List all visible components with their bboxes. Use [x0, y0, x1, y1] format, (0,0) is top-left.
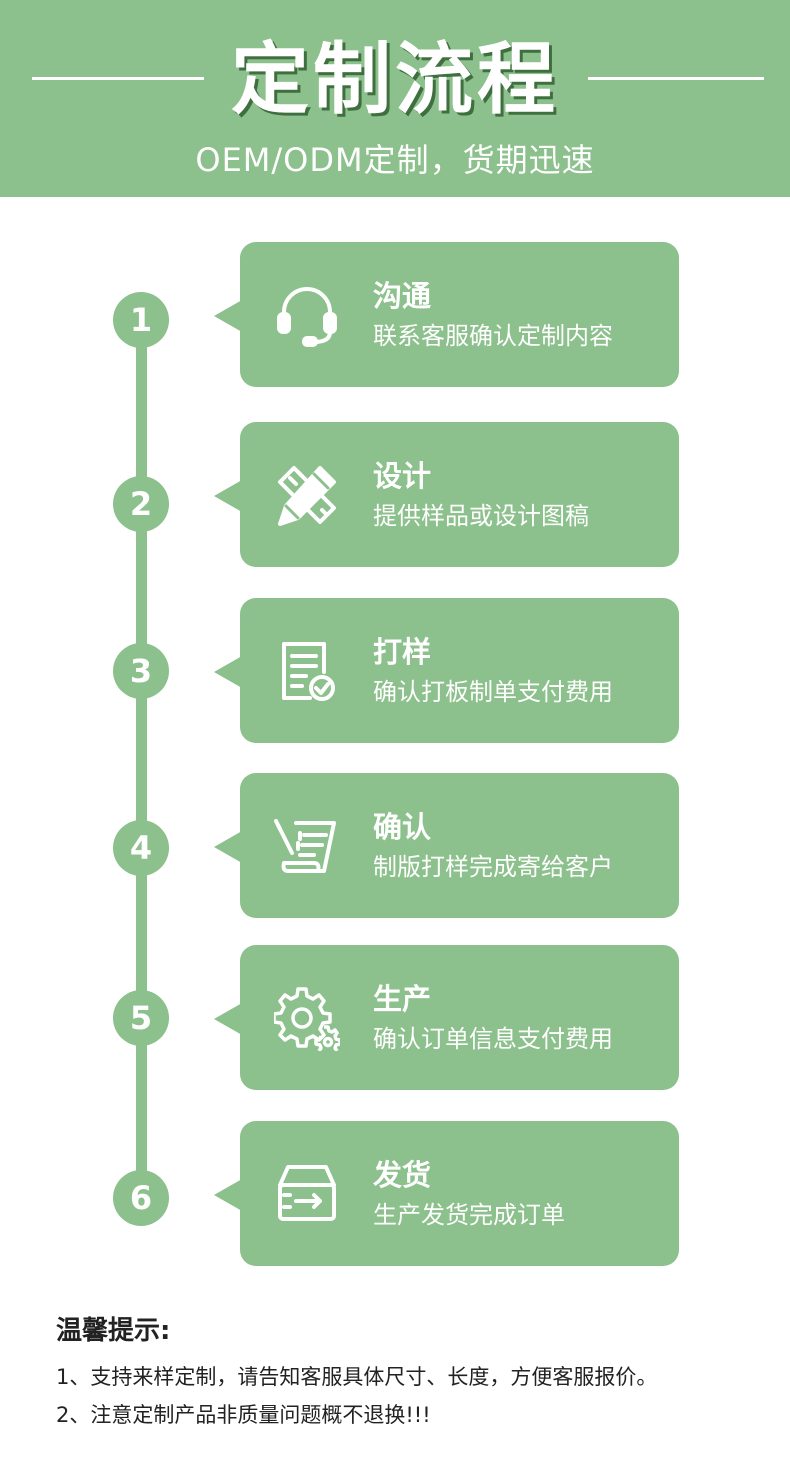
note-item-2: 2、注意定制产品非质量问题概不退换!!! [56, 1403, 431, 1427]
page-title: 定制流程 [230, 35, 559, 125]
notes-title: 温馨提示: [56, 1316, 171, 1346]
gears-icon [274, 985, 340, 1051]
step-number-1: 1 [113, 292, 169, 348]
step-card-2: 设计 提供样品或设计图稿 [214, 422, 679, 567]
step-card-3: 打样 确认打板制单支付费用 [214, 598, 679, 743]
step-description: 确认订单信息支付费用 [373, 1025, 613, 1053]
document-check-icon [274, 638, 340, 704]
note-item-1: 1、支持来样定制，请告知客服具体尺寸、长度，方便客服报价。 [56, 1365, 658, 1389]
step-card-5: 生产 确认订单信息支付费用 [214, 945, 679, 1090]
paper-pen-icon [274, 813, 340, 879]
header-banner: 定制流程 OEM/ODM定制，货期迅速 [0, 0, 790, 197]
page-subtitle: OEM/ODM定制，货期迅速 [195, 141, 595, 179]
step-number-2: 2 [113, 476, 169, 532]
step-description: 联系客服确认定制内容 [373, 322, 613, 350]
step-description: 确认打板制单支付费用 [373, 678, 613, 706]
step-card-1: 沟通 联系客服确认定制内容 [214, 242, 679, 387]
step-card-4: 确认 制版打样完成寄给客户 [214, 773, 679, 918]
header-right-line [588, 77, 764, 80]
step-number-6: 6 [113, 1170, 169, 1226]
step-description: 制版打样完成寄给客户 [373, 853, 613, 881]
step-card-6: 发货 生产发货完成订单 [214, 1121, 679, 1266]
step-description: 生产发货完成订单 [373, 1201, 565, 1229]
pencil-ruler-icon [274, 462, 340, 528]
step-title: 确认 [373, 810, 432, 844]
step-description: 提供样品或设计图稿 [373, 502, 589, 530]
step-number-4: 4 [113, 820, 169, 876]
header-left-line [32, 77, 204, 80]
headset-icon [274, 282, 340, 348]
step-title: 设计 [373, 459, 432, 493]
step-title: 生产 [373, 982, 432, 1016]
step-number-3: 3 [113, 643, 169, 699]
delivery-box-icon [274, 1161, 340, 1227]
step-title: 打样 [373, 635, 432, 669]
step-title: 发货 [373, 1158, 432, 1192]
timeline-bar [136, 320, 147, 1200]
step-number-5: 5 [113, 990, 169, 1046]
step-title: 沟通 [373, 279, 432, 313]
